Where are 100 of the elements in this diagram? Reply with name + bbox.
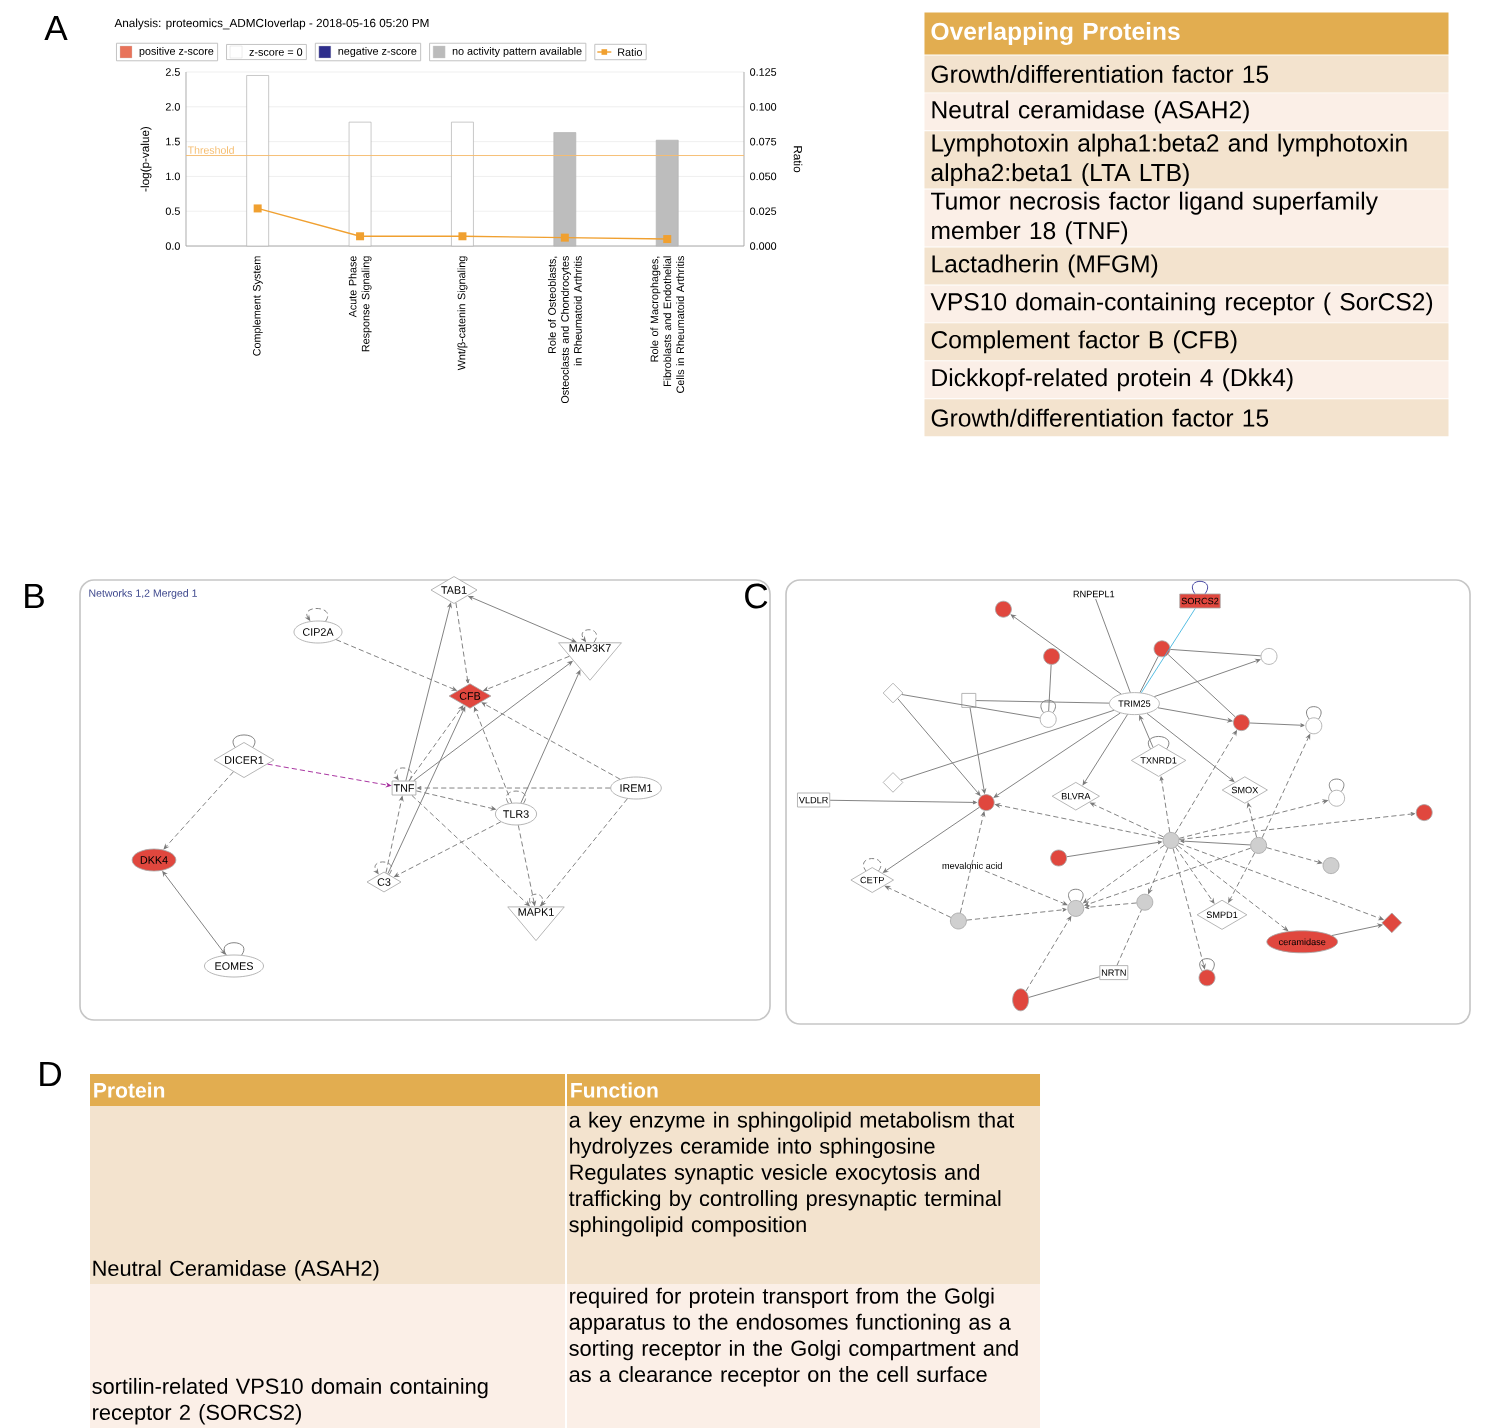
arrow: [995, 803, 1164, 840]
table-row: Growth/differentiation factor 15: [924, 399, 1449, 437]
circle-node: [1198, 969, 1216, 987]
table-cell: sortilin-related VPS10 domain containing receptor 2 (SORCS2): [90, 1284, 565, 1428]
loop-line: [863, 858, 882, 872]
connector-line: [1028, 976, 1100, 998]
loop-arrow: [581, 629, 597, 643]
circle-node: [1415, 804, 1433, 821]
arrow: [1177, 845, 1289, 931]
connector-line: [1169, 648, 1262, 657]
arrow: [1331, 923, 1383, 936]
arrow: [1082, 714, 1128, 786]
loop-line: [1306, 706, 1322, 720]
arrow: [959, 811, 986, 914]
circle-node: [977, 794, 995, 812]
diamond-node: [1381, 912, 1403, 934]
table-header-cell: Protein: [90, 1074, 565, 1106]
connector-line: [901, 694, 1041, 719]
circle-node: [1250, 837, 1267, 854]
circle-node: [1162, 832, 1180, 849]
arrow: [405, 602, 452, 782]
arrow: [335, 639, 457, 691]
arrow: [1083, 844, 1165, 904]
square-node: [961, 693, 977, 708]
circle-node: [1039, 711, 1057, 728]
arrow: [1247, 802, 1258, 838]
arrow: [1146, 713, 1235, 782]
table-row: Dickkopf-related protein 4 (Dkk4): [924, 361, 1449, 399]
circle-node: [1153, 640, 1171, 658]
circle-node: [1136, 893, 1154, 911]
arrow: [969, 707, 986, 794]
circle-node: [1067, 900, 1085, 917]
arrow: [1228, 852, 1256, 903]
panel-letter: A: [44, 15, 68, 41]
table-cell: Neutral Ceramidase (ASAH2): [90, 1106, 565, 1284]
circle-node: [950, 912, 967, 930]
circle-node: [995, 600, 1012, 618]
loop-line: [1040, 699, 1056, 713]
loop-arrow: [306, 608, 329, 622]
arrow: [413, 661, 573, 782]
arrow: [897, 698, 981, 796]
arrow: [415, 790, 496, 811]
arrow: [1159, 776, 1171, 833]
arrow: [1139, 715, 1154, 748]
table-row: VPS10 domain-containing receptor ( SorCS2): [924, 285, 1449, 323]
table-row: Growth/differentiation factor 15: [924, 55, 1449, 93]
arrow: [163, 771, 234, 850]
table-header-cell: Function: [567, 1074, 1040, 1106]
arrow: [517, 824, 536, 906]
connector-line: [1167, 654, 1236, 718]
connector-line: [1048, 664, 1052, 712]
loop-line: [1148, 736, 1170, 750]
loop-line: [1068, 888, 1084, 902]
table-row: Complement factor B (CFB): [924, 323, 1449, 361]
arrow: [1148, 847, 1169, 894]
table-cell: a key enzyme in sphingolipid metabolism that hydrolyzes ceramide into sphingosine Regulates synaptic vesicle exocytosis and trafficking by controlling presynaptic terminal sphingolipid composition: [567, 1106, 1040, 1284]
arrow: [993, 712, 1121, 798]
arrow: [1084, 902, 1137, 910]
arrow: [520, 670, 581, 804]
panel-letter: C: [745, 583, 768, 609]
table-cell: required for protein transport from the Golgi apparatus to the endosomes functioning as a sorting receptor in the Golgi compartment and as a clearance receptor on the cell surface: [567, 1284, 1040, 1428]
arrow: [1249, 722, 1305, 728]
arrow: [387, 706, 466, 875]
arrow: [417, 786, 611, 790]
panel-letter: B: [25, 583, 44, 609]
arrow: [468, 595, 577, 643]
loop-line: [223, 942, 245, 956]
circle-node: [1050, 849, 1067, 867]
arrow: [473, 707, 513, 804]
circle-node: [1305, 717, 1323, 735]
arrow: [1153, 658, 1261, 698]
arrow: [1090, 802, 1164, 838]
arrow: [1175, 846, 1215, 904]
arrow: [455, 602, 470, 684]
arrow: [882, 806, 980, 873]
connector-line: [1095, 598, 1131, 693]
loop-arrow: [394, 767, 413, 782]
arrow: [1066, 840, 1162, 858]
arrow: [411, 794, 530, 907]
circle-node: [1260, 648, 1278, 665]
arrow: [1010, 614, 1122, 695]
arrow: [540, 798, 628, 907]
arrow: [408, 705, 464, 782]
table-row: Neutral ceramidase (ASAH2): [924, 93, 1449, 131]
arrow: [966, 907, 1067, 921]
arrow: [885, 885, 952, 918]
arrow: [162, 871, 226, 955]
arrow: [1178, 812, 1416, 840]
diamond-node: [882, 682, 904, 704]
diamond-node: [882, 772, 904, 793]
connector-line: [1140, 607, 1196, 694]
arrow: [1180, 839, 1251, 846]
table-row: Tumor necrosis factor ligand superfamily member 18 (TNF): [924, 189, 1449, 247]
connector-line: [975, 700, 1110, 704]
arrow: [481, 702, 621, 780]
loop-line: [1191, 580, 1209, 595]
table-row: Lactadherin (MFGM): [924, 247, 1449, 285]
arrow: [1178, 799, 1328, 839]
loop-line: [1199, 958, 1215, 972]
connector-line: [1116, 909, 1142, 966]
